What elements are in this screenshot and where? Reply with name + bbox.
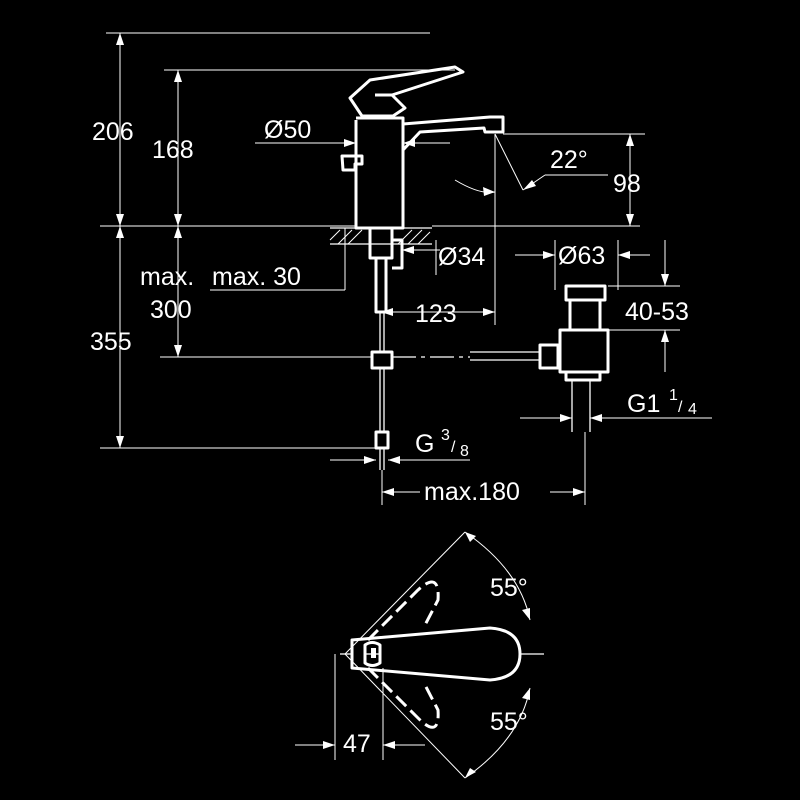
label-inlet-thread-num: 3 — [441, 427, 450, 444]
handle-rotation-upper — [366, 580, 440, 642]
faucet-pop-up-rod — [340, 154, 364, 172]
faucet-lever — [348, 65, 465, 118]
label-max-30: max. 30 — [212, 263, 301, 291]
label-waste-thread-slash: / — [678, 399, 683, 416]
label-inlet-thread-slash: / — [451, 439, 456, 456]
label-waste-thread: G1 — [627, 390, 660, 418]
label-inlet-thread: G — [415, 430, 434, 458]
label-rot-lower: 55° — [490, 708, 528, 736]
label-spout-height: 168 — [152, 136, 194, 164]
handle-top-view — [295, 531, 545, 779]
label-total-height: 206 — [92, 118, 134, 146]
label-under-height: 355 — [90, 328, 132, 356]
label-max-300-b: 300 — [150, 296, 192, 324]
label-body-diameter: Ø50 — [264, 116, 311, 144]
label-max-180: max.180 — [424, 478, 520, 506]
mounting-shank — [368, 228, 404, 314]
handle-rotation-lower — [366, 666, 440, 729]
dimension-lines — [100, 32, 712, 505]
label-spout-clearance: 98 — [613, 170, 641, 198]
label-waste-range: 40-53 — [625, 298, 689, 326]
label-base-diameter: Ø34 — [438, 243, 485, 271]
label-waste-diameter: Ø63 — [558, 242, 605, 270]
label-rot-upper: 55° — [490, 574, 528, 602]
label-inlet-thread-den: 8 — [460, 443, 469, 460]
supply-hose — [370, 312, 394, 470]
faucet-spout — [401, 115, 505, 152]
label-max-300-a: max. — [140, 263, 194, 291]
label-reach: 123 — [415, 300, 457, 328]
waste-fitting — [470, 284, 610, 432]
label-handle-offset: 47 — [343, 730, 371, 758]
faucet-side-view — [329, 65, 505, 470]
counter-top — [330, 227, 432, 245]
dimension-labels: 206 168 Ø50 22° 98 355 max. 300 max. 30 … — [90, 116, 697, 758]
label-spout-angle: 22° — [550, 146, 588, 174]
label-waste-thread-num: 1 — [669, 387, 678, 404]
label-waste-thread-den: 4 — [688, 401, 697, 418]
faucet-body — [354, 116, 405, 230]
